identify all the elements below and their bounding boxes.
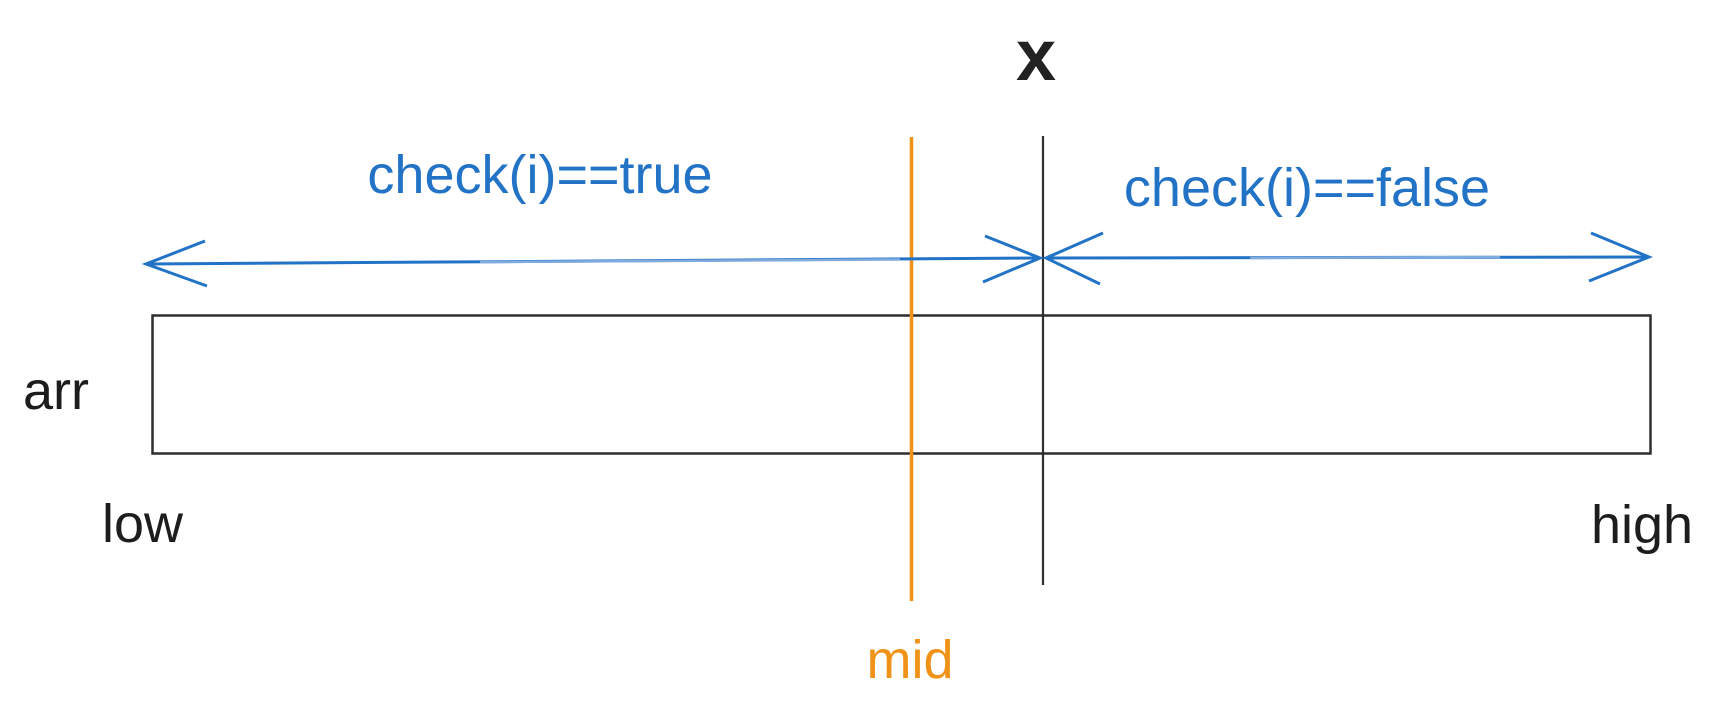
right-condition-label: check(i)==false [1123,158,1491,218]
array-box [151,314,1652,455]
mid-label: mid [866,630,954,690]
x-label: x [1015,16,1057,96]
low-label: low [102,494,184,554]
left-arrow-center-arrowhead-icon [982,234,1044,284]
high-label: high [1591,495,1694,555]
left-condition-label: check(i)==true [367,145,713,205]
array-label: arr [23,361,89,421]
right-range-arrow [1042,231,1653,286]
right-arrow-shaft-overlay [1249,255,1501,260]
left-arrow-shaft-overlay [479,258,901,264]
left-range-arrow [141,234,1044,288]
right-arrow-center-arrowhead-icon [1042,231,1104,286]
right-arrowhead-icon [1588,231,1653,283]
left-arrowhead-icon [141,239,208,288]
